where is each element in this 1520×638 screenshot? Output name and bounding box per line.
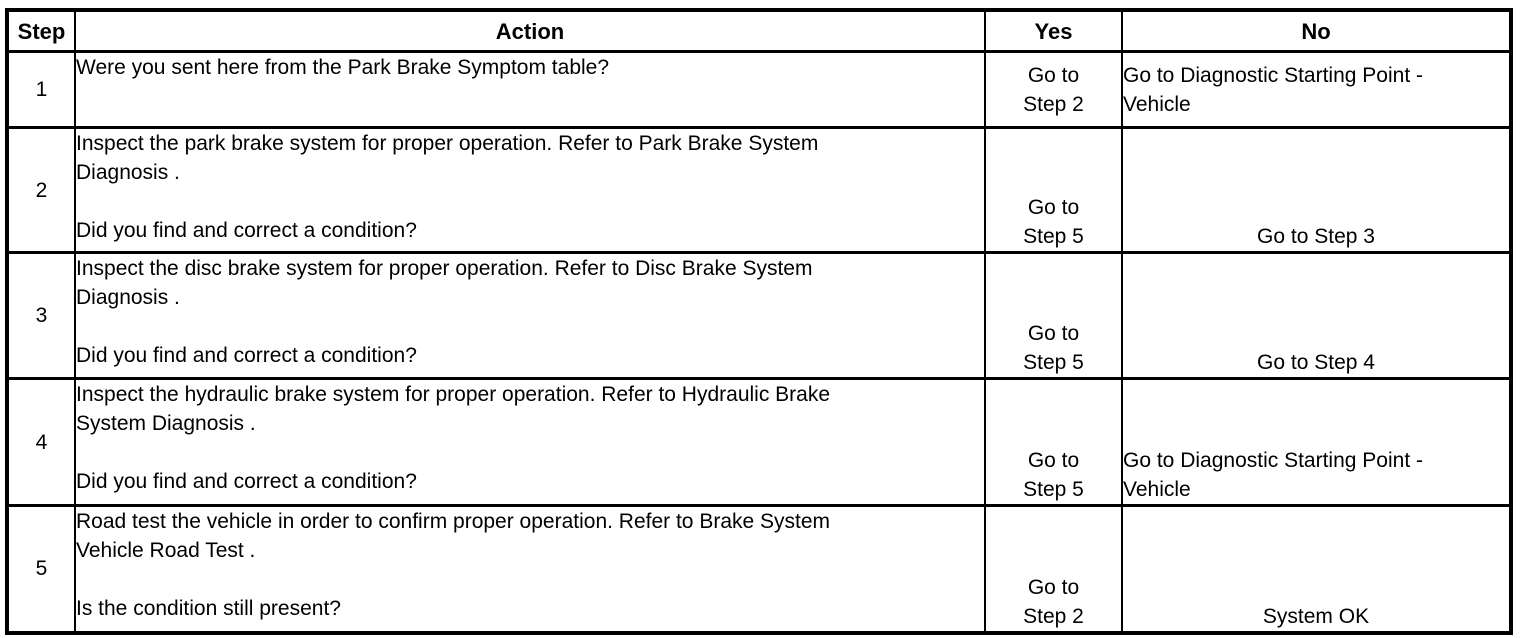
text-line: [77, 187, 983, 216]
table-body: 1 Were you sent here from the Park Brake…: [6, 50, 1512, 634]
text-line: Go to: [1027, 322, 1080, 345]
action-cell: Inspect the disc brake system for proper…: [74, 251, 986, 380]
text-line: [77, 565, 983, 594]
table-row: 2 Inspect the park brake system for prop…: [6, 126, 1512, 254]
text-line: Inspect the hydraulic brake system for p…: [76, 383, 831, 406]
diagnostic-table: Step Action Yes No 1 Were you sent here …: [5, 8, 1513, 635]
header-no: No: [1121, 9, 1512, 53]
text-line: Did you find and correct a condition?: [76, 470, 417, 493]
text-line: Step 2: [1023, 92, 1084, 116]
text-line: Step 5: [1023, 351, 1084, 374]
step-cell: 2: [6, 126, 76, 254]
text-line: Inspect the disc brake system for proper…: [76, 257, 813, 280]
yes-cell: Go to Step 5: [984, 126, 1123, 254]
text-line: Diagnosis .: [76, 286, 180, 309]
step-cell: 1: [6, 50, 76, 129]
text-line: Vehicle: [1123, 92, 1191, 116]
table-row: 5 Road test the vehicle in order to conf…: [6, 504, 1512, 634]
yes-cell: Go to Step 5: [984, 377, 1123, 507]
text-line: Go to: [1027, 196, 1080, 219]
text-line: Go to: [1027, 575, 1080, 599]
action-cell: Were you sent here from the Park Brake S…: [74, 50, 986, 129]
header-row: Step Action Yes No: [6, 9, 1512, 53]
text-line: System Diagnosis .: [76, 412, 256, 435]
table-header: Step Action Yes No: [6, 9, 1512, 53]
text-line: Go to: [1027, 449, 1080, 472]
text-line: Diagnosis .: [76, 161, 180, 184]
step-cell: 5: [6, 504, 76, 634]
header-step: Step: [6, 9, 76, 53]
text-line: Step 5: [1023, 478, 1084, 501]
text-line: Is the condition still present?: [76, 597, 341, 620]
text-line: Did you find and correct a condition?: [76, 219, 417, 242]
yes-cell: Go to Step 5: [984, 251, 1123, 380]
text-line: Go to Step 4: [1257, 351, 1375, 374]
text-line: Step 5: [1023, 225, 1084, 248]
table-row: 3 Inspect the disc brake system for prop…: [6, 251, 1512, 380]
yes-cell: Go to Step 2: [984, 50, 1123, 129]
table-row: 1 Were you sent here from the Park Brake…: [6, 50, 1512, 129]
action-cell: Inspect the park brake system for proper…: [74, 126, 986, 254]
text-line: [77, 438, 983, 467]
text-line: Were you sent here from the Park Brake S…: [76, 56, 610, 79]
text-line: Vehicle: [1123, 478, 1191, 501]
table-row: 4 Inspect the hydraulic brake system for…: [6, 377, 1512, 507]
step-cell: 4: [6, 377, 76, 507]
text-line: Step 2: [1023, 604, 1084, 628]
header-action: Action: [74, 9, 986, 53]
text-line: Go to Diagnostic Starting Point -: [1123, 449, 1423, 472]
no-cell: Go to Step 4: [1121, 251, 1512, 380]
text-line: Inspect the park brake system for proper…: [76, 132, 819, 155]
text-line: System OK: [1262, 604, 1370, 628]
action-cell: Inspect the hydraulic brake system for p…: [74, 377, 986, 507]
header-yes: Yes: [984, 9, 1123, 53]
no-cell: System OK: [1121, 504, 1512, 634]
action-cell: Road test the vehicle in order to confir…: [74, 504, 986, 634]
text-line: Go to Diagnostic Starting Point -: [1123, 63, 1423, 87]
step-cell: 3: [6, 251, 76, 380]
text-line: Go to: [1027, 63, 1080, 87]
text-line: [77, 312, 983, 341]
yes-cell: Go to Step 2: [984, 504, 1123, 634]
no-cell: Go to Diagnostic Starting Point - Vehicle: [1121, 50, 1512, 129]
text-line: Road test the vehicle in order to confir…: [76, 510, 831, 533]
no-cell: Go to Step 3: [1121, 126, 1512, 254]
text-line: Did you find and correct a condition?: [76, 344, 417, 367]
no-cell: Go to Diagnostic Starting Point - Vehicle: [1121, 377, 1512, 507]
text-line: Go to Step 3: [1257, 225, 1375, 248]
text-line: Vehicle Road Test .: [76, 539, 256, 562]
